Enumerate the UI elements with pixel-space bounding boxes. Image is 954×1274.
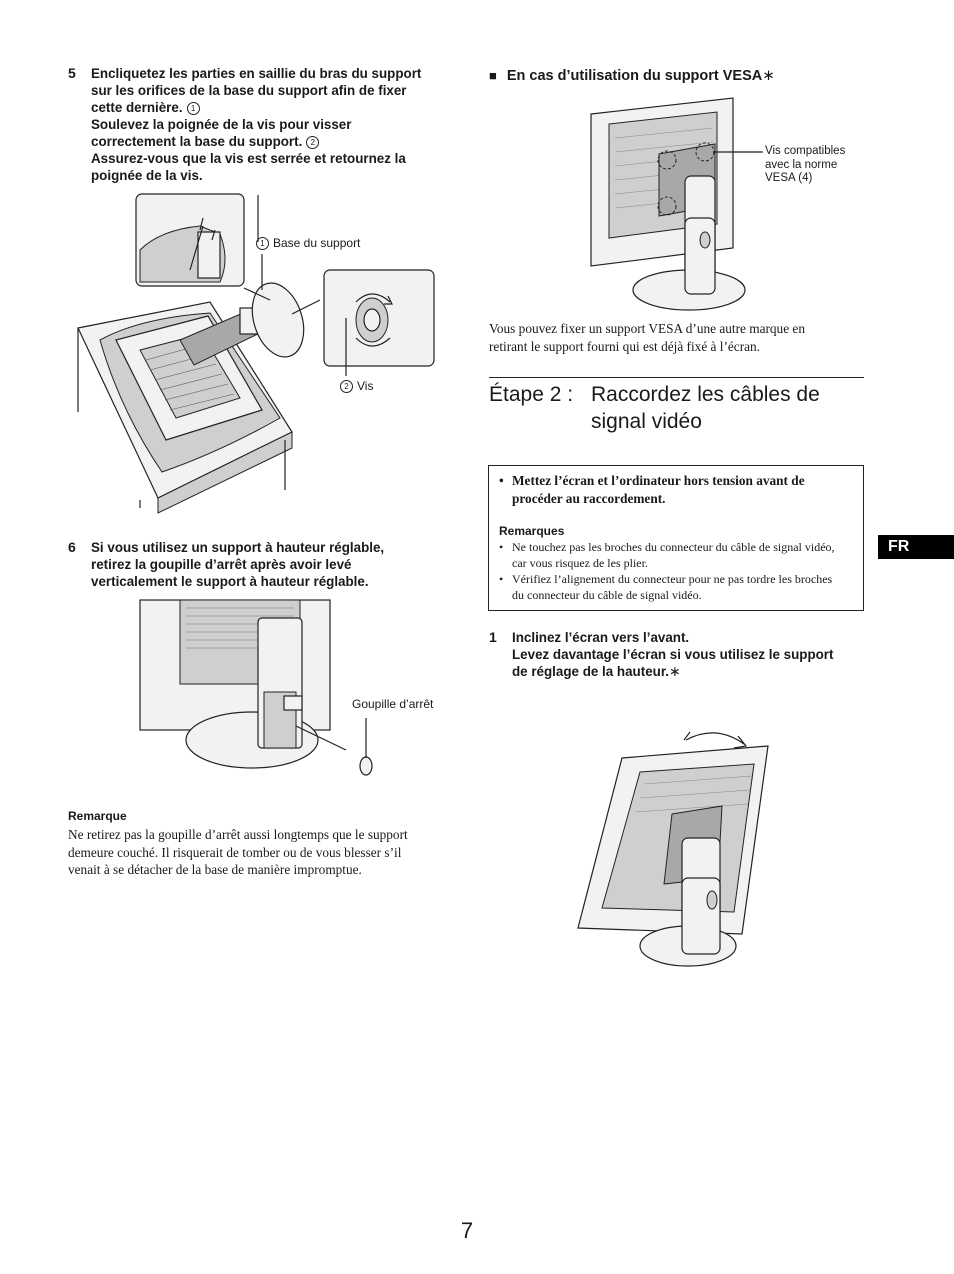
notice-box: • Mettez l’écran et l’ordinateur hors te… — [488, 465, 864, 611]
vesa-callout-line-2: avec la norme — [765, 158, 838, 171]
notice-bullet: • — [499, 473, 504, 488]
vesa-asterisk: ∗ — [762, 67, 775, 84]
step-6-instructions: Si vous utilisez un support à hauteur ré… — [91, 539, 384, 590]
step-6-line-2: retirez la goupille d’arrêt après avoir … — [91, 557, 352, 572]
remark-1-line-2: car vous risquez de les plier. — [512, 556, 648, 570]
vesa-heading-text: En cas d’utilisation du support VESA — [506, 68, 763, 84]
remark-1-bullet: • — [499, 540, 504, 554]
remark-2-line-1: Vérifiez l’alignement du connecteur pour… — [512, 572, 833, 586]
step-5-line-1: Encliquetez les parties en saillie du br… — [91, 66, 422, 81]
vesa-body-line-1: Vous pouvez fixer un support VESA d’une … — [489, 321, 805, 336]
step-1-line-1: Inclinez l’écran vers l’avant. — [512, 630, 690, 645]
marker-2: 2 — [306, 136, 320, 149]
step-5-line-4: Soulevez la poignée de la vis pour visse… — [91, 117, 352, 132]
notice-remark-1: • Ne touchez pas les broches du connecte… — [499, 539, 835, 571]
step-1-number: 1 — [489, 629, 497, 645]
step-5-line-3: cette dernière.1 — [91, 99, 421, 116]
step-6-number: 6 — [68, 539, 76, 555]
callout-goupille: Goupille d’arrêt — [352, 697, 434, 711]
remark-text: Ne retirez pas la goupille d’arrêt aussi… — [68, 826, 408, 879]
vesa-callout-line-3: VESA (4) — [765, 172, 813, 184]
etape-rule — [489, 377, 864, 378]
step-5-line-7: poignée de la vis. — [91, 168, 203, 183]
step-6-line-1: Si vous utilisez un support à hauteur ré… — [91, 540, 385, 555]
step-5-line-5: correctement la base du support.2 — [91, 133, 421, 150]
notice-remark-2: • Vérifiez l’alignement du connecteur po… — [499, 571, 832, 603]
remark-title: Remarque — [68, 809, 127, 823]
vesa-body-line-2: retirant le support fourni qui est déjà … — [489, 338, 761, 354]
etape-title-line-2: signal vidéo — [591, 410, 702, 433]
step-1-asterisk: ∗ — [669, 663, 681, 679]
vesa-monitor-illustration — [590, 97, 763, 311]
callout-marker-1: 1 — [256, 237, 269, 250]
step-1-line-3: de réglage de la hauteur.∗ — [512, 663, 681, 679]
remark-line-2: demeure couché. Il risquerait de tomber … — [68, 844, 402, 860]
notice-warning-line-2: procéder au raccordement. — [512, 491, 666, 506]
square-bullet: ■ — [489, 68, 497, 83]
vesa-heading: ■ En cas d’utilisation du support VESA∗ — [489, 66, 775, 85]
step-5-instructions: Encliquetez les parties en saillie du br… — [91, 65, 421, 184]
step-6-line-3: verticalement le support à hauteur régla… — [91, 574, 369, 589]
page-number: 7 — [460, 1218, 474, 1243]
notice-warning: • Mettez l’écran et l’ordinateur hors te… — [499, 472, 805, 508]
vesa-body: Vous pouvez fixer un support VESA d’une … — [489, 320, 805, 355]
lock-pin-illustration — [139, 599, 373, 776]
remark-1-line-1: Ne touchez pas les broches du connecteur… — [512, 540, 835, 554]
step-5-line-2: sur les orifices de la base du support a… — [91, 83, 407, 98]
step-5-line-6: Assurez-vous que la vis est serrée et re… — [91, 151, 406, 166]
step-1-line-2: Levez davantage l’écran si vous utilisez… — [512, 647, 834, 662]
stand-base-illustration — [77, 193, 435, 514]
step-1-instructions: Inclinez l’écran vers l’avant. Levez dav… — [512, 629, 833, 680]
etape-prefix: Étape 2 : — [489, 383, 574, 406]
etape-title-line-1: Raccordez les câbles de — [591, 383, 820, 406]
vesa-callout: Vis compatibles avec la norme VESA (4) — [765, 145, 845, 186]
remark-2-line-2: du connecteur du câble de signal vidéo. — [512, 588, 702, 602]
notice-remarks-title: Remarques — [499, 524, 565, 538]
step-5-number: 5 — [68, 65, 76, 81]
language-tab: FR — [878, 535, 954, 559]
etape-heading: Étape 2 : Raccordez les câbles de signal… — [489, 381, 820, 433]
vesa-callout-line-1: Vis compatibles — [765, 145, 846, 157]
tilt-monitor-illustration — [577, 731, 769, 967]
remark-line-1: Ne retirez pas la goupille d’arrêt aussi… — [68, 827, 408, 842]
remark-line-3: venait à se détacher de la base de maniè… — [68, 862, 362, 877]
notice-warning-line-1: Mettez l’écran et l’ordinateur hors tens… — [512, 473, 805, 488]
callout-marker-2: 2 — [340, 380, 353, 393]
remark-2-bullet: • — [499, 572, 504, 586]
marker-1: 1 — [186, 102, 200, 115]
